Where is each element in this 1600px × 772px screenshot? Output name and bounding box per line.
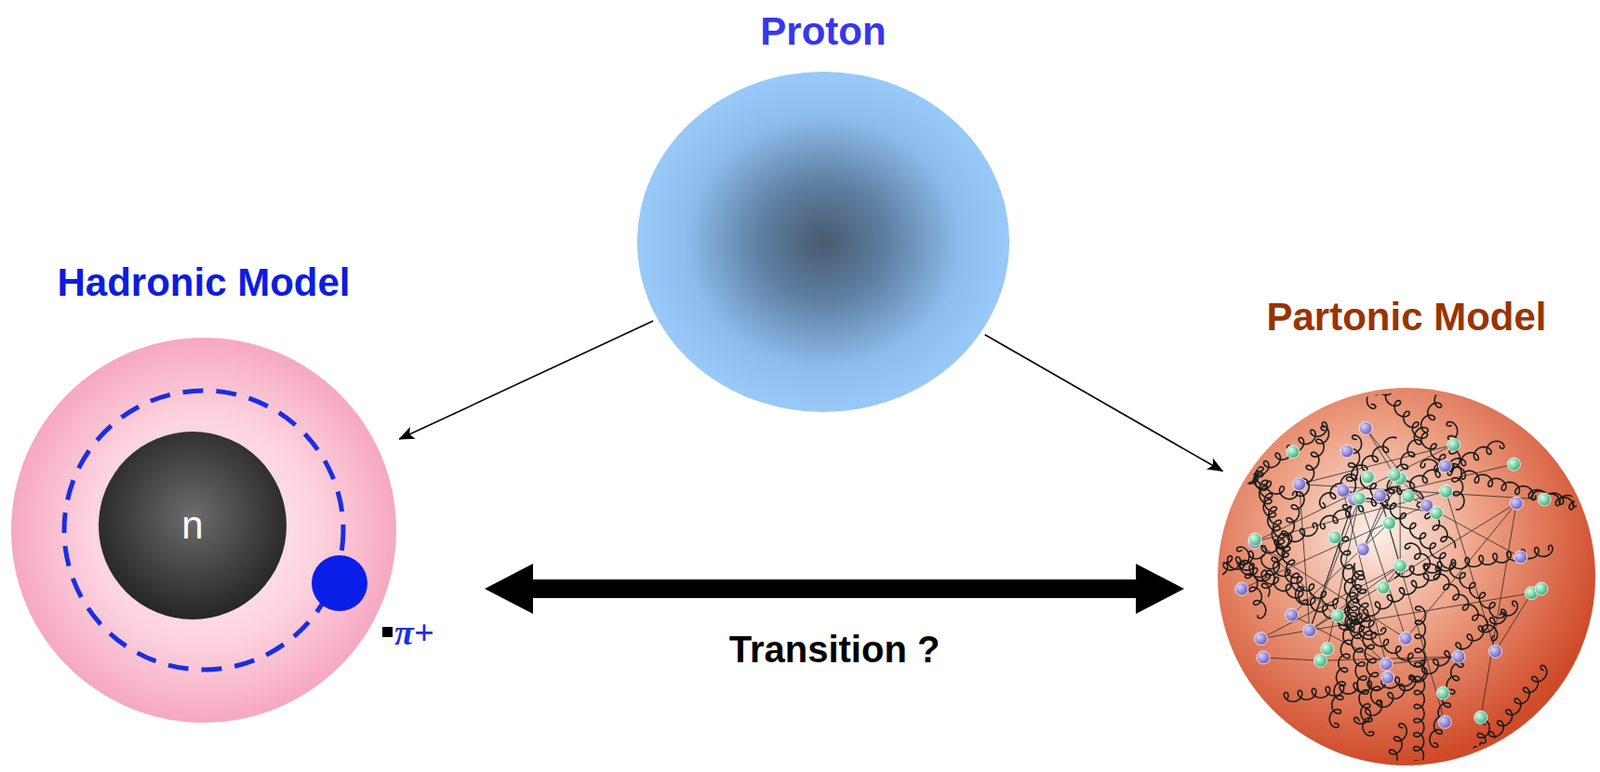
gluon-coil [1360, 473, 1506, 619]
text-holder: n [97, 430, 288, 621]
quark-dot [1439, 484, 1453, 498]
string-line [1365, 427, 1395, 475]
node-label: n [181, 503, 203, 548]
gluon-coil [1426, 720, 1491, 772]
quark-dot [1452, 650, 1466, 664]
partonic-node: Partonic Model [1216, 386, 1597, 767]
gluon-coil [1429, 649, 1464, 747]
gluon-coil [1531, 491, 1600, 525]
gluon-coil [1394, 545, 1553, 578]
string-line [1254, 542, 1406, 640]
pion-orbit [64, 390, 344, 670]
quark-dot [1438, 715, 1452, 729]
quark-dot [1507, 457, 1521, 471]
quark-dot [1393, 559, 1407, 573]
text-holder: Hadronic Model [56, 260, 350, 306]
partonic-sphere [1216, 386, 1597, 767]
quark-dot [1248, 533, 1262, 547]
gluon-coil [1201, 544, 1270, 582]
quark-dot [1314, 653, 1328, 667]
gluon-coil [1320, 437, 1398, 508]
quark-dot [1429, 506, 1443, 520]
quark-dot [1489, 644, 1503, 658]
gluon-lines [1201, 280, 1600, 772]
gluon-coil [1413, 665, 1547, 772]
quark-dot [1320, 642, 1334, 656]
quark-dot [1474, 710, 1488, 724]
node-heading: Hadronic Model [56, 260, 350, 306]
quark-dot [1438, 459, 1452, 473]
string-line [1263, 657, 1320, 661]
gluon-coil [1329, 562, 1363, 728]
quark-dot [1376, 581, 1390, 595]
quark-dots [1235, 421, 1552, 729]
gluon-coil [1349, 349, 1455, 471]
marker-square [382, 626, 393, 638]
gluon-coil [1261, 555, 1387, 636]
pion-dot [311, 555, 368, 612]
neutron-node: n [97, 430, 288, 621]
quark-dot [1399, 631, 1413, 645]
gluon-coil [1336, 723, 1407, 772]
gluon-coil [1320, 440, 1505, 529]
gluon-coil [1413, 606, 1426, 772]
quark-dot [1381, 671, 1395, 685]
quark-dot [1509, 496, 1523, 510]
quark-dot [1286, 445, 1300, 459]
quark-dot [1360, 470, 1374, 484]
quark-dot [1447, 438, 1461, 452]
edge-label: Transition ? [725, 627, 945, 671]
particle-label: π+ [394, 612, 434, 654]
quark-dot [1401, 490, 1415, 504]
text-holder: Partonic Model [1266, 294, 1547, 340]
quark-dot [1336, 484, 1350, 498]
quark-dot [1303, 624, 1317, 638]
quark-dot [1436, 686, 1450, 700]
quark-dot [1514, 550, 1528, 564]
string-line [1254, 539, 1387, 665]
quark-dot [1331, 609, 1345, 623]
model-arrow [985, 334, 1224, 472]
quark-dot [1373, 489, 1387, 503]
proton-ellipse [636, 70, 1011, 414]
gluon-coil [1229, 393, 1289, 559]
model-arrow [399, 320, 654, 440]
quark-dot [1254, 632, 1268, 646]
transition-arrow [484, 563, 1185, 614]
quark-dot [1356, 543, 1370, 557]
quark-dot [1285, 608, 1299, 622]
quark-dot [1352, 492, 1366, 506]
gluon-coil [1261, 426, 1329, 598]
quark-dot [1340, 444, 1354, 458]
string-line [1260, 593, 1532, 640]
node-heading: Partonic Model [1266, 294, 1547, 340]
quark-dot [1293, 478, 1307, 492]
quark-dot [1328, 531, 1342, 545]
quark-dot [1537, 493, 1551, 507]
quark-dot [1534, 582, 1548, 596]
text-holder: Proton [760, 9, 886, 54]
gluon-coil [1354, 600, 1519, 724]
node-heading: Proton [760, 9, 886, 54]
gluon-coil [1216, 422, 1327, 499]
string-line [1292, 522, 1390, 615]
quark-dot [1382, 516, 1396, 530]
quark-dot [1359, 421, 1373, 435]
proton-node: Proton [636, 70, 1011, 414]
quark-dot [1387, 468, 1401, 482]
quark-dot [1256, 651, 1270, 665]
hadronic-node: Hadronic Model n [10, 336, 398, 724]
gluon-coil [1205, 522, 1319, 582]
gluon-coil [1338, 536, 1374, 736]
gluon-coil [1409, 490, 1456, 548]
quark-dot [1235, 582, 1249, 596]
quark-dot [1379, 657, 1393, 671]
string-line [1480, 503, 1517, 718]
